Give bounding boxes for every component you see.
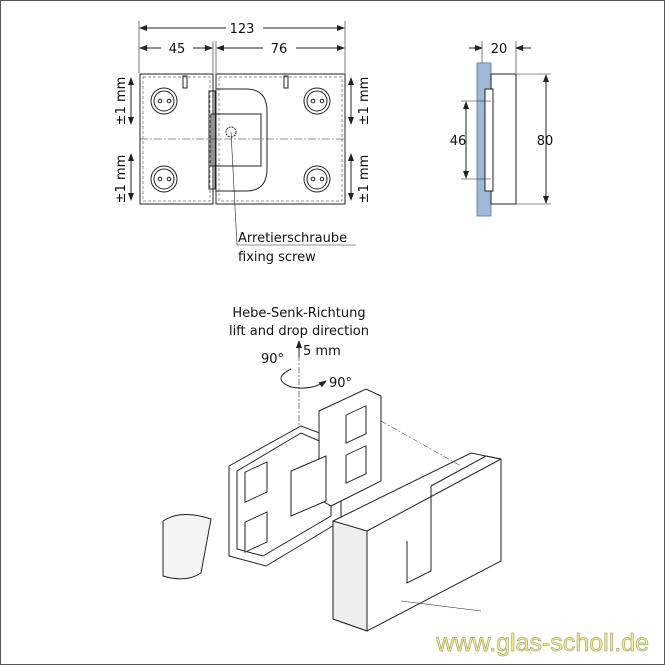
side-view xyxy=(461,41,551,217)
dim-right: 76 xyxy=(271,42,288,57)
dim-left: 45 xyxy=(169,42,186,57)
dim-height: 80 xyxy=(537,134,554,149)
angle-left: 90° xyxy=(261,352,284,367)
angle-right: 90° xyxy=(329,376,352,391)
dim-hole-spacing: 46 xyxy=(450,134,467,149)
iso-view xyxy=(162,340,502,632)
tolerance-label: ±1 mm xyxy=(357,77,372,126)
callout-en: fixing screw xyxy=(238,250,316,265)
front-view xyxy=(128,21,356,246)
direction-en: lift and drop direction xyxy=(229,324,369,339)
tolerance-label: ±1 mm xyxy=(357,155,372,204)
dim-total: 123 xyxy=(230,22,255,37)
callout-de: Arretierschraube xyxy=(238,231,347,246)
watermark: www.glas-scholl.de xyxy=(435,629,649,657)
lift-amount: 5 mm xyxy=(303,344,341,359)
direction-de: Hebe-Senk-Richtung xyxy=(232,306,365,321)
dim-width: 20 xyxy=(491,42,508,57)
tolerance-label: ±1 mm xyxy=(114,155,129,204)
tolerance-label: ±1 mm xyxy=(114,77,129,126)
screw-hole-icon xyxy=(150,87,331,193)
